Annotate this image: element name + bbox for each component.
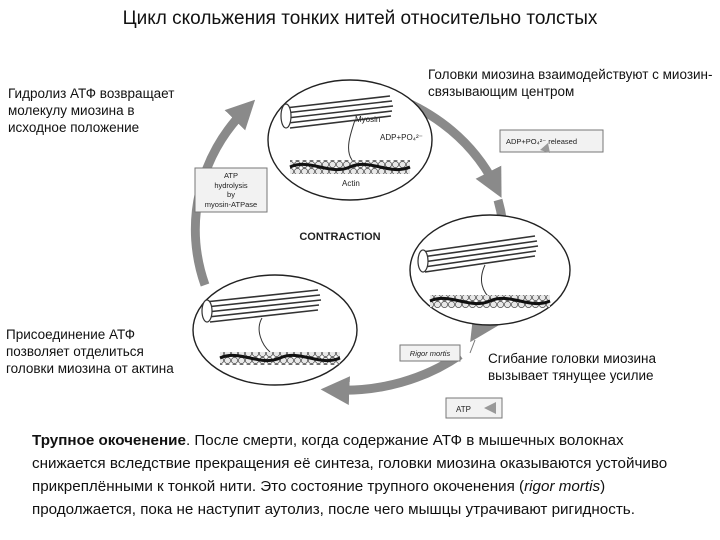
myosin-filament-top — [280, 95, 394, 129]
rigor-label: Rigor mortis — [410, 349, 451, 358]
paragraph-part-1: . После смерти, когда содержание АТФ в м… — [32, 432, 668, 495]
atp-hydrolysis-box: ATP hydrolysis by myosin-ATPase — [194, 167, 268, 213]
myosin-filament-right — [417, 235, 539, 273]
contraction-label: CONTRACTION — [299, 231, 380, 243]
atp-label: ATP — [456, 405, 471, 414]
note-atp-attachment: Присоединение АТФ позволяет отделиться г… — [6, 327, 174, 376]
atp-box: ATP — [445, 397, 503, 419]
page-title: Цикл скольжения тонких нитей относительн… — [122, 8, 598, 29]
adp-label-top: ADP+PO₄²⁻ — [380, 133, 423, 142]
note-heads-bind: Головки миозина взаимодействуют с миозин… — [428, 67, 713, 99]
panel-right — [409, 214, 571, 326]
latin-term: rigor mortis — [524, 478, 601, 495]
hydrolysis-line-2: hydrolysis — [214, 181, 248, 190]
myosin-label: Myosin — [355, 115, 380, 124]
adp-released-box: ADP+PO₄²⁻ released — [499, 129, 604, 153]
released-label: ADP+PO₄²⁻ released — [506, 137, 577, 146]
hydrolysis-line-4: myosin-ATPase — [205, 200, 257, 209]
paragraph-part-2: ) продолжается, пока не наступит аутолиз… — [32, 478, 635, 518]
note-head-bending: Сгибание головки миозина вызывает тянуще… — [488, 351, 657, 383]
note-atp-hydrolysis: Гидролиз АТФ возвращает молекулу миозина… — [8, 86, 175, 135]
rigor-mortis-box: Rigor mortis — [399, 339, 476, 362]
term-bold: Трупное окоченение — [32, 432, 186, 449]
arrow-bottom — [320, 351, 463, 406]
actin-label: Actin — [342, 179, 360, 188]
myosin-head-bottom — [258, 317, 271, 353]
myosin-filament-bottom — [201, 289, 322, 323]
myosin-head-top — [348, 119, 356, 161]
hydrolysis-line-1: ATP — [224, 171, 238, 180]
rigor-mortis-paragraph: Трупное окоченение. После смерти, когда … — [32, 429, 692, 521]
panel-bottom — [192, 274, 358, 386]
hydrolysis-line-3: by — [227, 190, 235, 199]
panel-top: Myosin ADP+PO₄²⁻ Actin — [267, 79, 433, 201]
